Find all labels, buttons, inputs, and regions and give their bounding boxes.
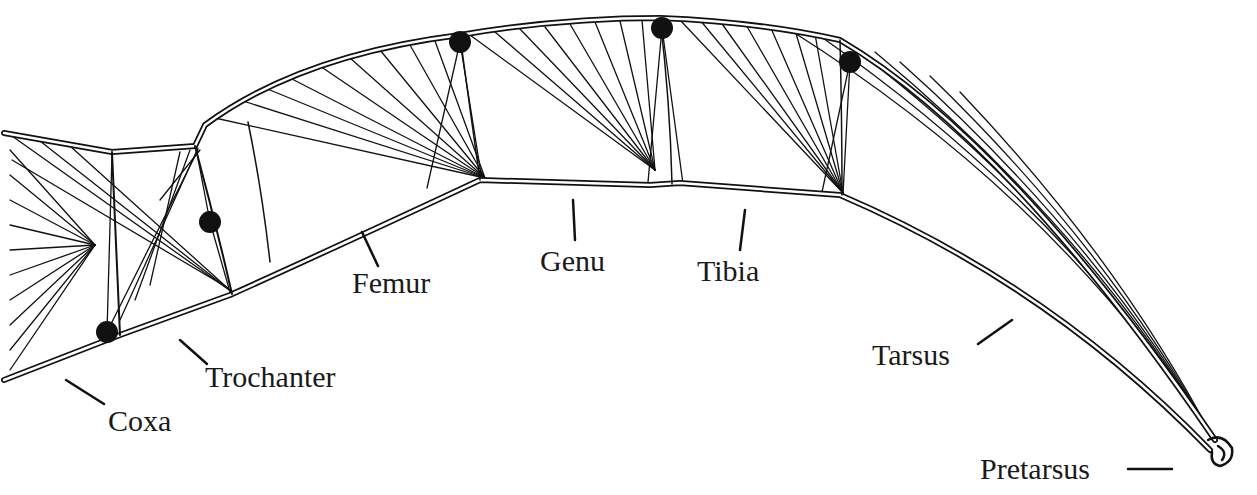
muscle-fibers [10, 20, 1215, 442]
part-label: Trochanter [205, 360, 336, 393]
part-label: Pretarsus [980, 452, 1090, 485]
part-label: Genu [540, 244, 605, 277]
part-label: Femur [352, 266, 430, 299]
joint-condyle [96, 17, 861, 343]
part-label: Tarsus [872, 338, 950, 371]
part-label: Coxa [108, 404, 171, 437]
part-label: Tibia [697, 254, 759, 287]
pretarsus-claw [1208, 437, 1232, 466]
leader-lines [66, 200, 1172, 469]
leg-outline [1, 18, 1215, 450]
